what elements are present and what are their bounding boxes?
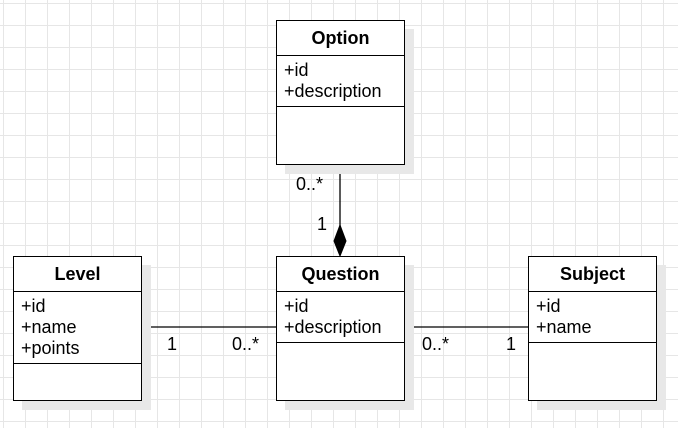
attribute: +name	[21, 317, 77, 337]
class-level[interactable]: Level +id +name +points	[13, 256, 142, 401]
multiplicity-option-end: 0..*	[296, 174, 324, 194]
method-compartment	[529, 343, 656, 400]
attribute: +id	[21, 296, 46, 316]
attribute-compartment: +id +description	[277, 292, 404, 343]
attribute: +description	[284, 317, 382, 337]
class-option[interactable]: Option +id +description	[276, 20, 405, 165]
class-name: Level	[14, 257, 141, 292]
attribute-compartment: +id +description	[277, 56, 404, 107]
multiplicity-level-end: 1	[167, 334, 178, 354]
composition-diamond	[333, 223, 347, 258]
attribute: +description	[284, 81, 382, 101]
attribute-compartment: +id +name	[529, 292, 656, 343]
attribute: +id	[284, 296, 309, 316]
attribute-compartment: +id +name +points	[14, 292, 141, 364]
attribute: +id	[536, 296, 561, 316]
multiplicity-question-end: 0..*	[232, 334, 260, 354]
attribute: +id	[284, 60, 309, 80]
attribute: +name	[536, 317, 592, 337]
class-subject[interactable]: Subject +id +name	[528, 256, 657, 401]
attribute: +points	[21, 338, 80, 358]
class-name: Option	[277, 21, 404, 56]
multiplicity-question-end: 1	[317, 214, 328, 234]
method-compartment	[277, 343, 404, 400]
class-question[interactable]: Question +id +description	[276, 256, 405, 401]
multiplicity-subject-end: 1	[506, 334, 517, 354]
multiplicity-question-end: 0..*	[422, 334, 450, 354]
method-compartment	[277, 107, 404, 164]
class-name: Subject	[529, 257, 656, 292]
class-name: Question	[277, 257, 404, 292]
method-compartment	[14, 364, 141, 400]
